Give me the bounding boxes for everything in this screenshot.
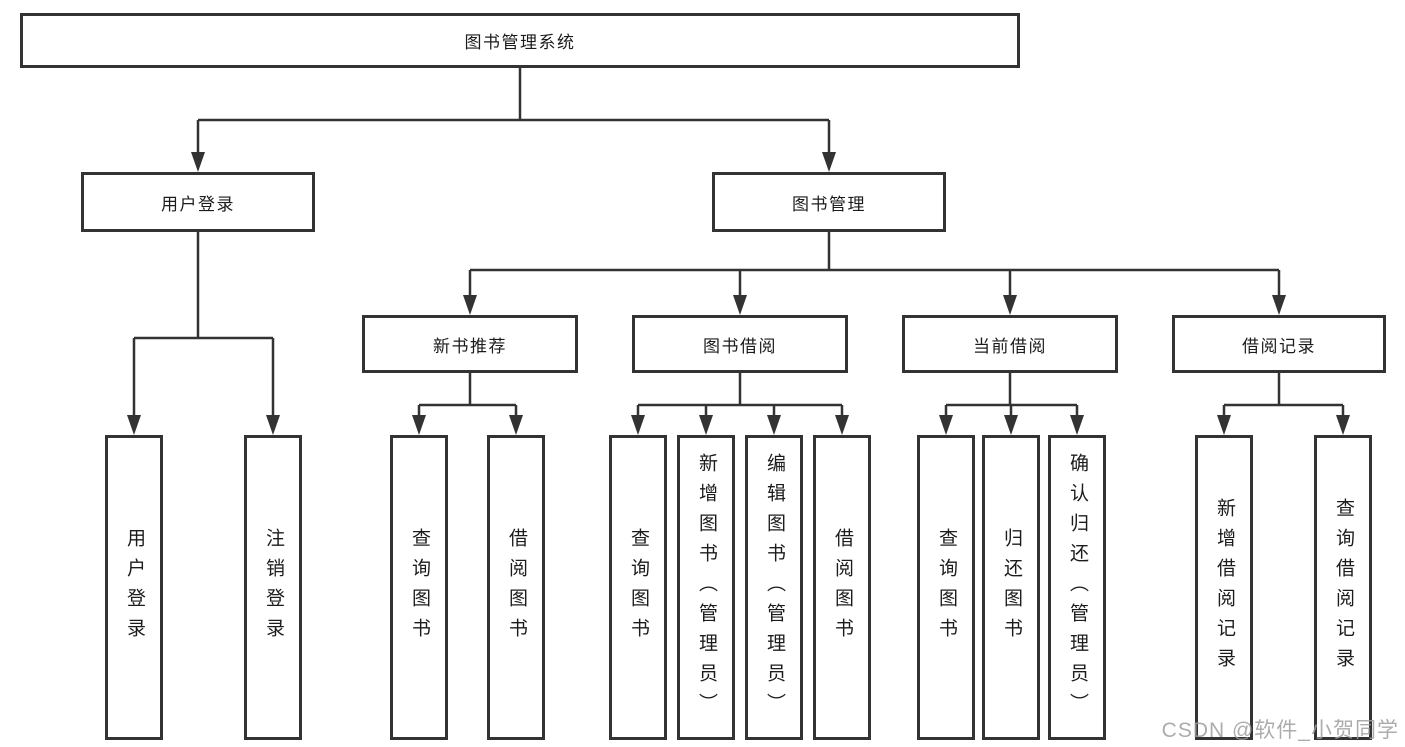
leaf-logout: 注销登录 [244, 435, 302, 740]
leaf-borrow-books-borrow: 借阅图书 [813, 435, 871, 740]
leaf-query-borrow-record: 查询借阅记录 [1314, 435, 1372, 740]
leaf-edit-books-admin: 编辑图书（管理员） [745, 435, 803, 740]
node-book-management: 图书管理 [712, 172, 946, 232]
node-user-login: 用户登录 [81, 172, 315, 232]
leaf-query-books-borrow: 查询图书 [609, 435, 667, 740]
node-new-book-recommend: 新书推荐 [362, 315, 578, 373]
csdn-watermark: CSDN @软件_小贺同学 [1161, 719, 1399, 742]
node-current-borrow: 当前借阅 [902, 315, 1118, 373]
node-borrow-records: 借阅记录 [1172, 315, 1386, 373]
leaf-query-books-current: 查询图书 [917, 435, 975, 740]
leaf-add-books-admin: 新增图书（管理员） [677, 435, 735, 740]
node-book-borrow: 图书借阅 [632, 315, 848, 373]
leaf-add-borrow-record: 新增借阅记录 [1195, 435, 1253, 740]
leaf-user-login: 用户登录 [105, 435, 163, 740]
leaf-borrow-books-recommend: 借阅图书 [487, 435, 545, 740]
leaf-confirm-return-admin: 确认归还（管理员） [1048, 435, 1106, 740]
leaf-query-books-recommend: 查询图书 [390, 435, 448, 740]
leaf-return-books: 归还图书 [982, 435, 1040, 740]
node-library-system: 图书管理系统 [20, 13, 1020, 68]
